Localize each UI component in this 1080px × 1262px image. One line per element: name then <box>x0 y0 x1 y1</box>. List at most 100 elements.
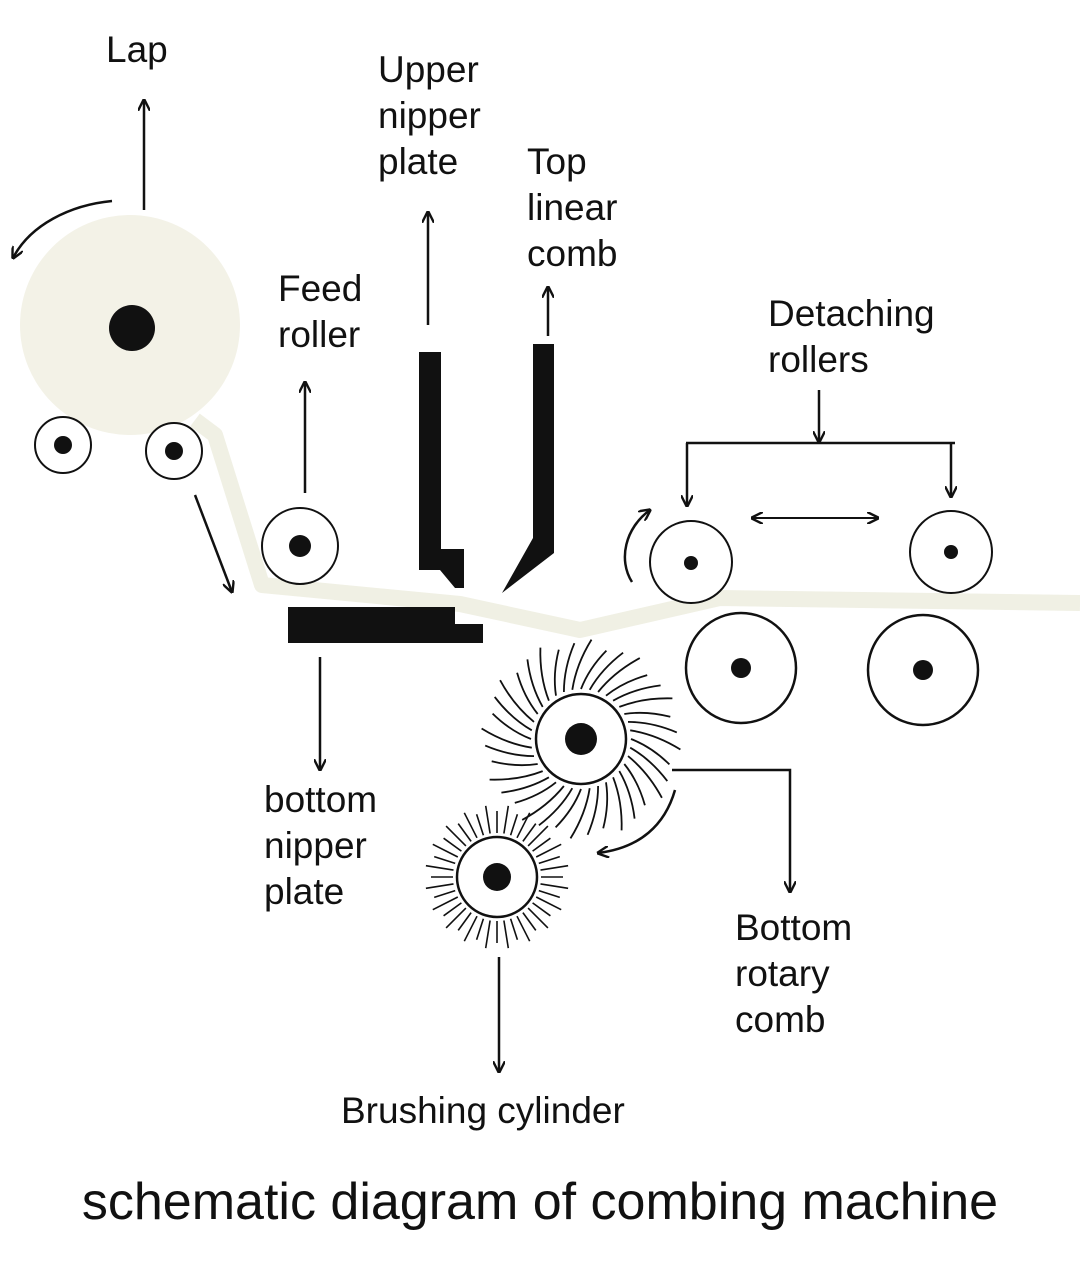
brush-bristle <box>538 855 561 865</box>
top-linear-comb-label: Top linear comb <box>527 141 618 274</box>
brush-bristle <box>509 813 519 836</box>
brush-bristle <box>425 864 454 871</box>
brush-bristle <box>445 907 467 929</box>
diagram-title: schematic diagram of combing machine <box>81 1173 999 1231</box>
rotary-comb-needle <box>618 770 636 819</box>
brush-bristle <box>538 889 561 899</box>
rotary-comb-rotation-arrow <box>598 789 677 853</box>
rotary-comb-needle <box>491 760 538 767</box>
brush-bristle <box>433 889 456 899</box>
rotary-comb-needle <box>521 785 565 821</box>
rotary-comb-needle <box>602 782 609 829</box>
upper-nipper-plate <box>419 352 464 588</box>
detaching-roller-top-left <box>649 520 733 604</box>
brush-bristle <box>463 915 478 942</box>
brush-bristle <box>522 912 537 931</box>
detaching-roller-bottom-left <box>684 611 798 725</box>
rotary-comb-needle <box>605 674 648 697</box>
rotary-comb-needle <box>553 649 560 696</box>
bottom-rotary-comb <box>481 639 681 839</box>
lap-label: Lap <box>106 29 168 70</box>
brush-bristle <box>484 805 491 834</box>
brush-bristle <box>527 907 549 929</box>
lap-roller-left <box>34 416 92 474</box>
brush-bristle <box>503 920 510 949</box>
brush-bristle <box>433 855 456 865</box>
feed-roller <box>261 507 339 585</box>
fiber-web <box>190 413 1080 638</box>
rotary-comb-needle <box>489 770 544 781</box>
rotary-comb-needle <box>554 788 582 829</box>
brush-bristle <box>503 805 510 834</box>
brush-bristle <box>445 825 467 847</box>
rotary-comb-needle <box>563 642 576 693</box>
brush-bristle <box>535 843 562 858</box>
rotary-comb-needle <box>516 672 539 715</box>
lap-roller-right <box>145 422 203 480</box>
detaching-rollers-label: Detaching rollers <box>768 293 935 380</box>
rotary-comb-needle <box>627 755 663 799</box>
rotary-comb-needle <box>580 649 608 690</box>
brush-bristle <box>425 883 454 890</box>
brush-bristle <box>475 813 485 836</box>
detaching-rotation-arrow <box>623 510 650 583</box>
feed-direction-arrow <box>193 494 232 592</box>
brush-bristle <box>484 920 491 949</box>
brush-bristle <box>463 812 478 839</box>
rotary-comb-needle <box>491 712 532 740</box>
rotary-comb-needle <box>526 659 544 708</box>
detaching-roller-bottom-right <box>866 613 980 727</box>
brush-bristle <box>443 902 462 917</box>
brush-bristle <box>516 812 531 839</box>
detaching-roller-top-right <box>909 510 993 594</box>
rotary-comb-needle <box>481 727 532 749</box>
rotary-comb-needle <box>569 788 591 839</box>
rotary-comb-needle <box>630 738 671 766</box>
bottom-nipper-plate <box>288 607 483 643</box>
rotary-comb-needle <box>499 679 535 723</box>
rotary-comb-needle <box>514 781 557 804</box>
upper-nipper-plate-label: Upper nipper plate <box>378 49 481 182</box>
rotary-comb-needle <box>623 763 646 806</box>
bottom-nipper-plate-label: bottom nipper plate <box>264 779 378 912</box>
brush-bristle <box>522 823 537 842</box>
lap-rotation-arrow <box>13 199 113 258</box>
rotary-comb-needle <box>588 651 624 691</box>
brush-bristle <box>457 823 472 842</box>
rotary-comb-needle <box>597 657 641 693</box>
rotary-comb-needle <box>624 711 671 718</box>
brush-bristle <box>443 837 462 852</box>
brush-bristle <box>509 918 519 941</box>
bottom-rotary-comb-label: Bottom rotary comb <box>735 907 853 1040</box>
rotary-comb-needle <box>571 639 593 690</box>
brushing-cylinder <box>425 805 569 949</box>
brush-bristle <box>535 896 562 911</box>
brush-bristle <box>516 915 531 942</box>
rotary-comb-needle <box>484 744 535 757</box>
brush-bristle <box>540 864 569 871</box>
rotary-comb-needle <box>612 684 661 702</box>
rotary-comb-needle <box>539 647 550 702</box>
rotary-comb-needle <box>627 721 678 734</box>
rotary-comb-needle <box>612 776 623 831</box>
brush-bristle <box>532 837 551 852</box>
rotary-comb-needle <box>630 729 681 751</box>
rotary-comb-needle <box>629 746 669 782</box>
brush-bristle <box>527 825 549 847</box>
rotary-comb-needle <box>586 785 599 836</box>
detaching-leader-lines <box>686 390 955 506</box>
rotary-comb-needle <box>493 696 533 732</box>
top-linear-comb <box>502 344 554 593</box>
brush-bristle <box>532 902 551 917</box>
rotary-comb-needle <box>501 776 550 794</box>
lap-roll <box>20 215 240 435</box>
rotary-comb-leader <box>672 768 790 892</box>
rotary-comb-needle <box>618 697 673 708</box>
brush-bristle <box>432 896 459 911</box>
brushing-cylinder-label: Brushing cylinder <box>341 1090 625 1131</box>
brush-bristle <box>540 883 569 890</box>
brush-bristle <box>457 912 472 931</box>
brush-bristle <box>475 918 485 941</box>
feed-roller-label: Feed roller <box>278 268 363 355</box>
